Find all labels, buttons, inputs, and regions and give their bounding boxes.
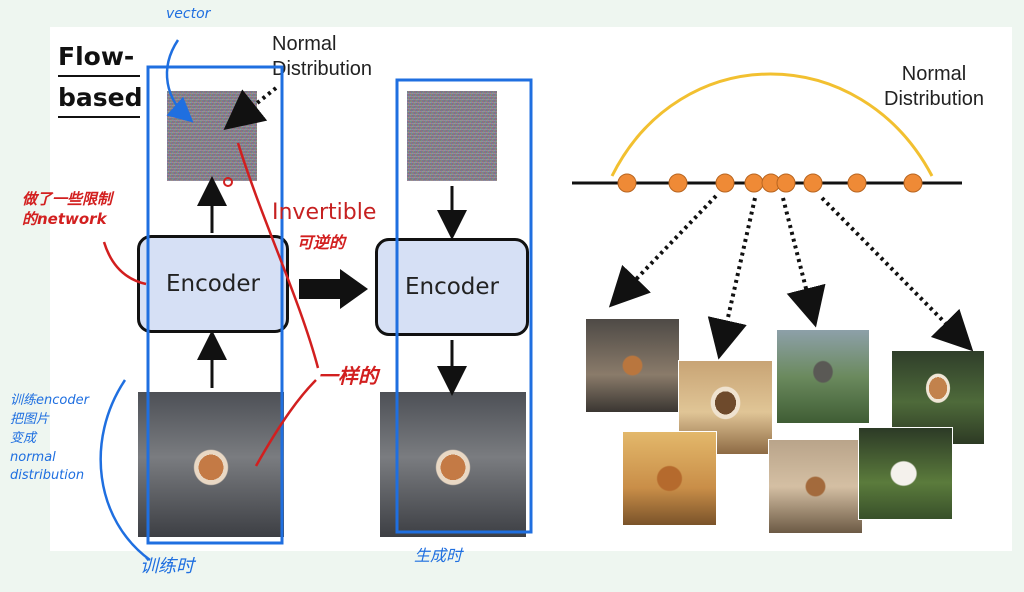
- sample-arrow-3: [781, 197, 826, 328]
- same-line-1: [236, 142, 320, 369]
- vector-curve: [165, 39, 194, 123]
- sample-arrow-2: [707, 197, 757, 360]
- annotation-vector: vector: [166, 6, 211, 22]
- slide-title: Flow- based: [58, 44, 143, 118]
- dotted-arrow-left: [223, 86, 278, 130]
- invertible-arrow: [299, 269, 368, 309]
- title-line-1: Flow-: [58, 42, 135, 71]
- encoder-generate: Encoder: [375, 238, 529, 336]
- dog-sample-1: [585, 318, 680, 413]
- dog-sample-3: [776, 329, 870, 424]
- annotation-train-note: 训练encoder 把图片 变成 normal distribution: [10, 393, 89, 484]
- annotation-gen-time: 生成时: [414, 546, 463, 565]
- normal-distribution-label-left: Normal Distribution: [272, 33, 373, 80]
- invertible-label: Invertible: [272, 200, 377, 225]
- train-note-curve: [99, 379, 151, 562]
- same-line-2: [254, 379, 317, 467]
- sample-dots: [617, 173, 923, 193]
- restriction-curve: [102, 241, 147, 286]
- generate-box: [395, 78, 533, 534]
- annotation-train-time: 训练时: [140, 556, 194, 577]
- dog-sample-5: [622, 431, 717, 526]
- annotation-restriction: 做了一些限制 的network: [22, 190, 113, 228]
- dog-sample-7: [858, 427, 953, 520]
- train-box: [146, 65, 284, 545]
- dog-photo-input: [137, 391, 285, 538]
- noise-image-generate: [407, 91, 497, 181]
- annotation-same: 一样的: [318, 364, 378, 388]
- sample-arrow-4: [820, 196, 974, 352]
- dog-photo-output: [379, 391, 527, 538]
- distribution-curve: [610, 72, 934, 177]
- title-line-2: based: [58, 83, 143, 112]
- sample-arrow-1: [608, 194, 718, 308]
- annotation-reversible: 可逆的: [297, 233, 346, 252]
- normal-distribution-label-right: Normal Distribution: [884, 63, 985, 110]
- red-marker: [223, 177, 233, 187]
